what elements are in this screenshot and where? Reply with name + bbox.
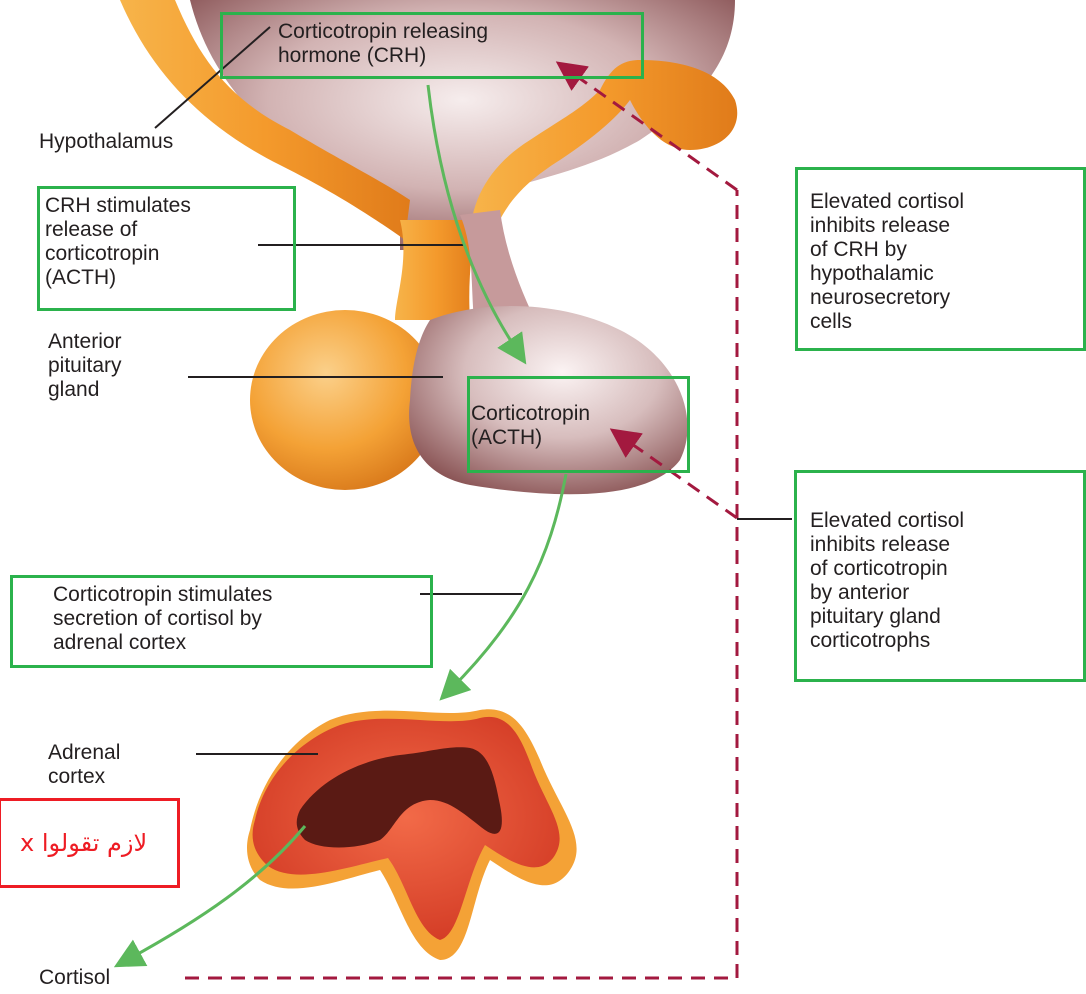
pituitary-stalk — [395, 220, 478, 320]
label-crh-stimulates: CRH stimulates release of corticotropin … — [45, 194, 191, 290]
label-hypothalamus: Hypothalamus — [39, 130, 173, 154]
arrow-acth-to-adrenal — [450, 474, 566, 690]
label-inhibit-acth: Elevated cortisol inhibits release of co… — [810, 509, 964, 653]
label-inhibit-crh: Elevated cortisol inhibits release of CR… — [810, 190, 964, 334]
label-anterior-pituitary: Anterior pituitary gland — [48, 330, 122, 402]
arabic-note-text: لازم تقولوا x — [20, 829, 147, 857]
label-adrenal-cortex: Adrenal cortex — [48, 741, 120, 789]
label-acth: Corticotropin (ACTH) — [471, 402, 590, 450]
label-cortisol: Cortisol — [39, 966, 110, 990]
label-crh-top: Corticotropin releasing hormone (CRH) — [278, 20, 488, 68]
label-corticotropin-stimulates: Corticotropin stimulates secretion of co… — [53, 583, 272, 655]
